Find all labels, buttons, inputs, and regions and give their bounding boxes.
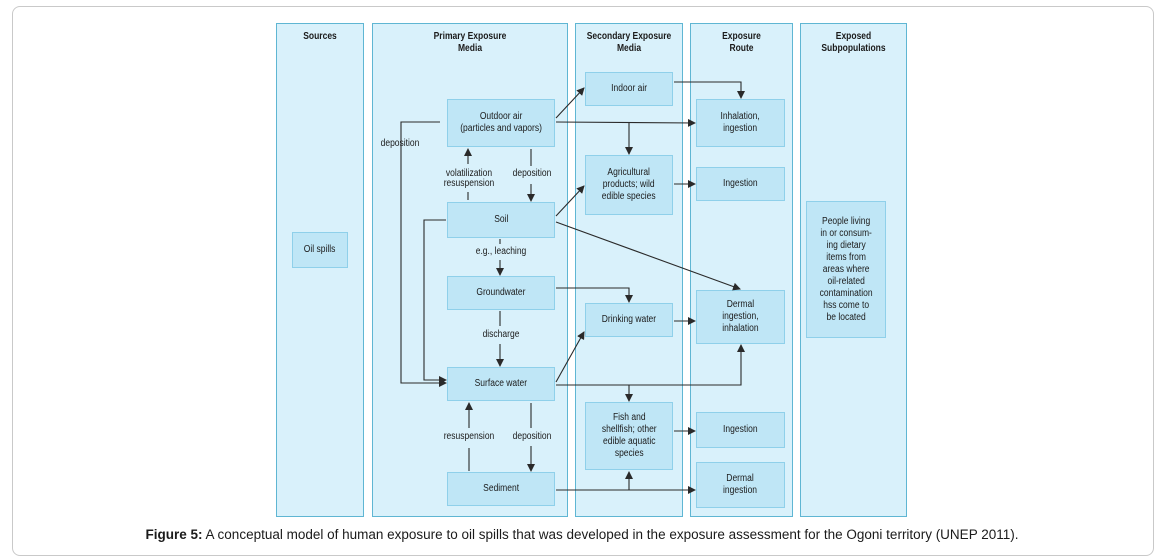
box-dermal-ingestion-inhalation: Dermal ingestion, inhalation — [696, 290, 785, 344]
box-outdoor-air: Outdoor air (particles and vapors) — [447, 99, 555, 147]
box-groundwater: Groundwater — [447, 276, 555, 310]
arrow-air-deposition-to-surface — [400, 121, 447, 387]
arrow-outdoor-to-inhalation — [555, 118, 696, 127]
arrow-soil-to-surface — [423, 219, 447, 384]
figure-caption-label: Figure 5: — [145, 527, 203, 542]
box-oil-spills: Oil spills — [292, 232, 348, 268]
box-ingestion-agri: Ingestion — [696, 167, 785, 201]
figure-caption: Figure 5: A conceptual model of human ex… — [0, 527, 1164, 542]
box-soil: Soil — [447, 202, 555, 238]
label-volatilization-resuspension: volatilization resuspension — [443, 168, 495, 189]
box-fish-shellfish: Fish and shellfish; other edible aquatic… — [585, 402, 673, 470]
column-header-sources: Sources — [303, 31, 337, 42]
column-header-primary: Primary Exposure Media — [433, 31, 507, 54]
label-deposition-air: deposition — [512, 168, 552, 179]
arrow-indoor-to-inhalation — [674, 81, 745, 99]
box-exposed-people: People living in or consum- ing dietary … — [806, 201, 886, 338]
arrow-surface-to-dermal — [556, 344, 745, 386]
arrow-soil-to-agri — [555, 185, 585, 217]
box-surface-water: Surface water — [447, 367, 555, 401]
box-indoor-air: Indoor air — [585, 72, 673, 106]
arrow-soil-to-dermal — [555, 221, 741, 291]
box-agricultural-products: Agricultural products; wild edible speci… — [585, 155, 673, 215]
label-deposition-sediment: deposition — [512, 431, 552, 442]
box-ingestion-fish: Ingestion — [696, 412, 785, 448]
arrow-ground-to-drinking — [556, 287, 633, 303]
box-dermal-ingestion: Dermal ingestion — [696, 462, 785, 508]
box-drinking-water: Drinking water — [585, 303, 673, 337]
label-leaching: e.g., leaching — [475, 246, 527, 257]
label-resuspension: resuspension — [443, 431, 495, 442]
column-header-route: Exposure Route — [722, 31, 761, 54]
arrow-surface-to-drinking — [555, 331, 585, 383]
figure-caption-text: A conceptual model of human exposure to … — [202, 527, 1019, 542]
column-sources — [276, 23, 364, 517]
arrow-outdoor-to-indoor — [555, 87, 585, 119]
label-deposition-left: deposition — [380, 138, 420, 149]
box-sediment: Sediment — [447, 472, 555, 506]
label-discharge: discharge — [482, 329, 520, 340]
column-header-secondary: Secondary Exposure Media — [586, 31, 672, 54]
column-header-subpopulations: Exposed Subpopulations — [821, 31, 886, 54]
box-inhalation-ingestion: Inhalation, ingestion — [696, 99, 785, 147]
